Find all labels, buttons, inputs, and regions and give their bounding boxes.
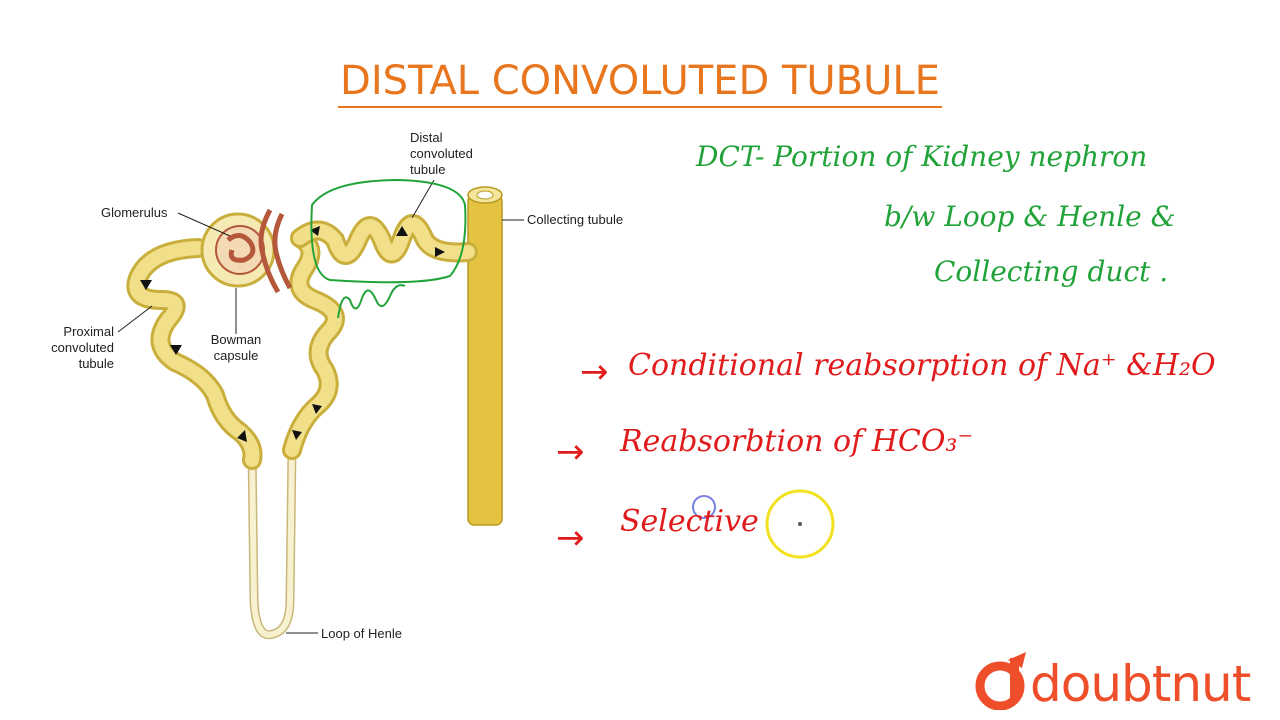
- pointer-circle: [765, 489, 835, 559]
- loop-of-henle: [247, 449, 297, 640]
- logo-text: doubtnut: [1030, 655, 1251, 713]
- label-glomerulus: Glomerulus: [101, 205, 168, 220]
- doubtnut-logo-icon: [975, 652, 1026, 710]
- bullet-arrow-1: →: [580, 352, 609, 392]
- note-point-3: Selective: [620, 504, 759, 539]
- label-collecting-tubule: Collecting tubule: [527, 212, 624, 227]
- note-line-3: Collecting duct .: [934, 255, 1169, 288]
- label-loop-of-henle: Loop of Henle: [321, 626, 402, 641]
- flow-arrows: [140, 226, 445, 442]
- page-title: DISTAL CONVOLUTED TUBULE: [0, 58, 1280, 108]
- note-point-2: Reabsorbtion of HCO₃⁻: [620, 424, 974, 459]
- cursor-dot: [692, 495, 716, 519]
- note-line-1: DCT- Portion of Kidney nephron: [696, 140, 1148, 173]
- bullet-arrow-3: →: [556, 518, 585, 558]
- glomerulus: [226, 208, 293, 294]
- note-line-2: b/w Loop & Henle &: [884, 200, 1176, 233]
- collecting-tubule: [467, 186, 503, 526]
- leader-lines: [117, 179, 524, 634]
- note-point-1: Conditional reabsorption of Na⁺ &H₂O: [628, 348, 1216, 383]
- green-annotation: [310, 178, 467, 319]
- bullet-arrow-2: →: [556, 432, 585, 472]
